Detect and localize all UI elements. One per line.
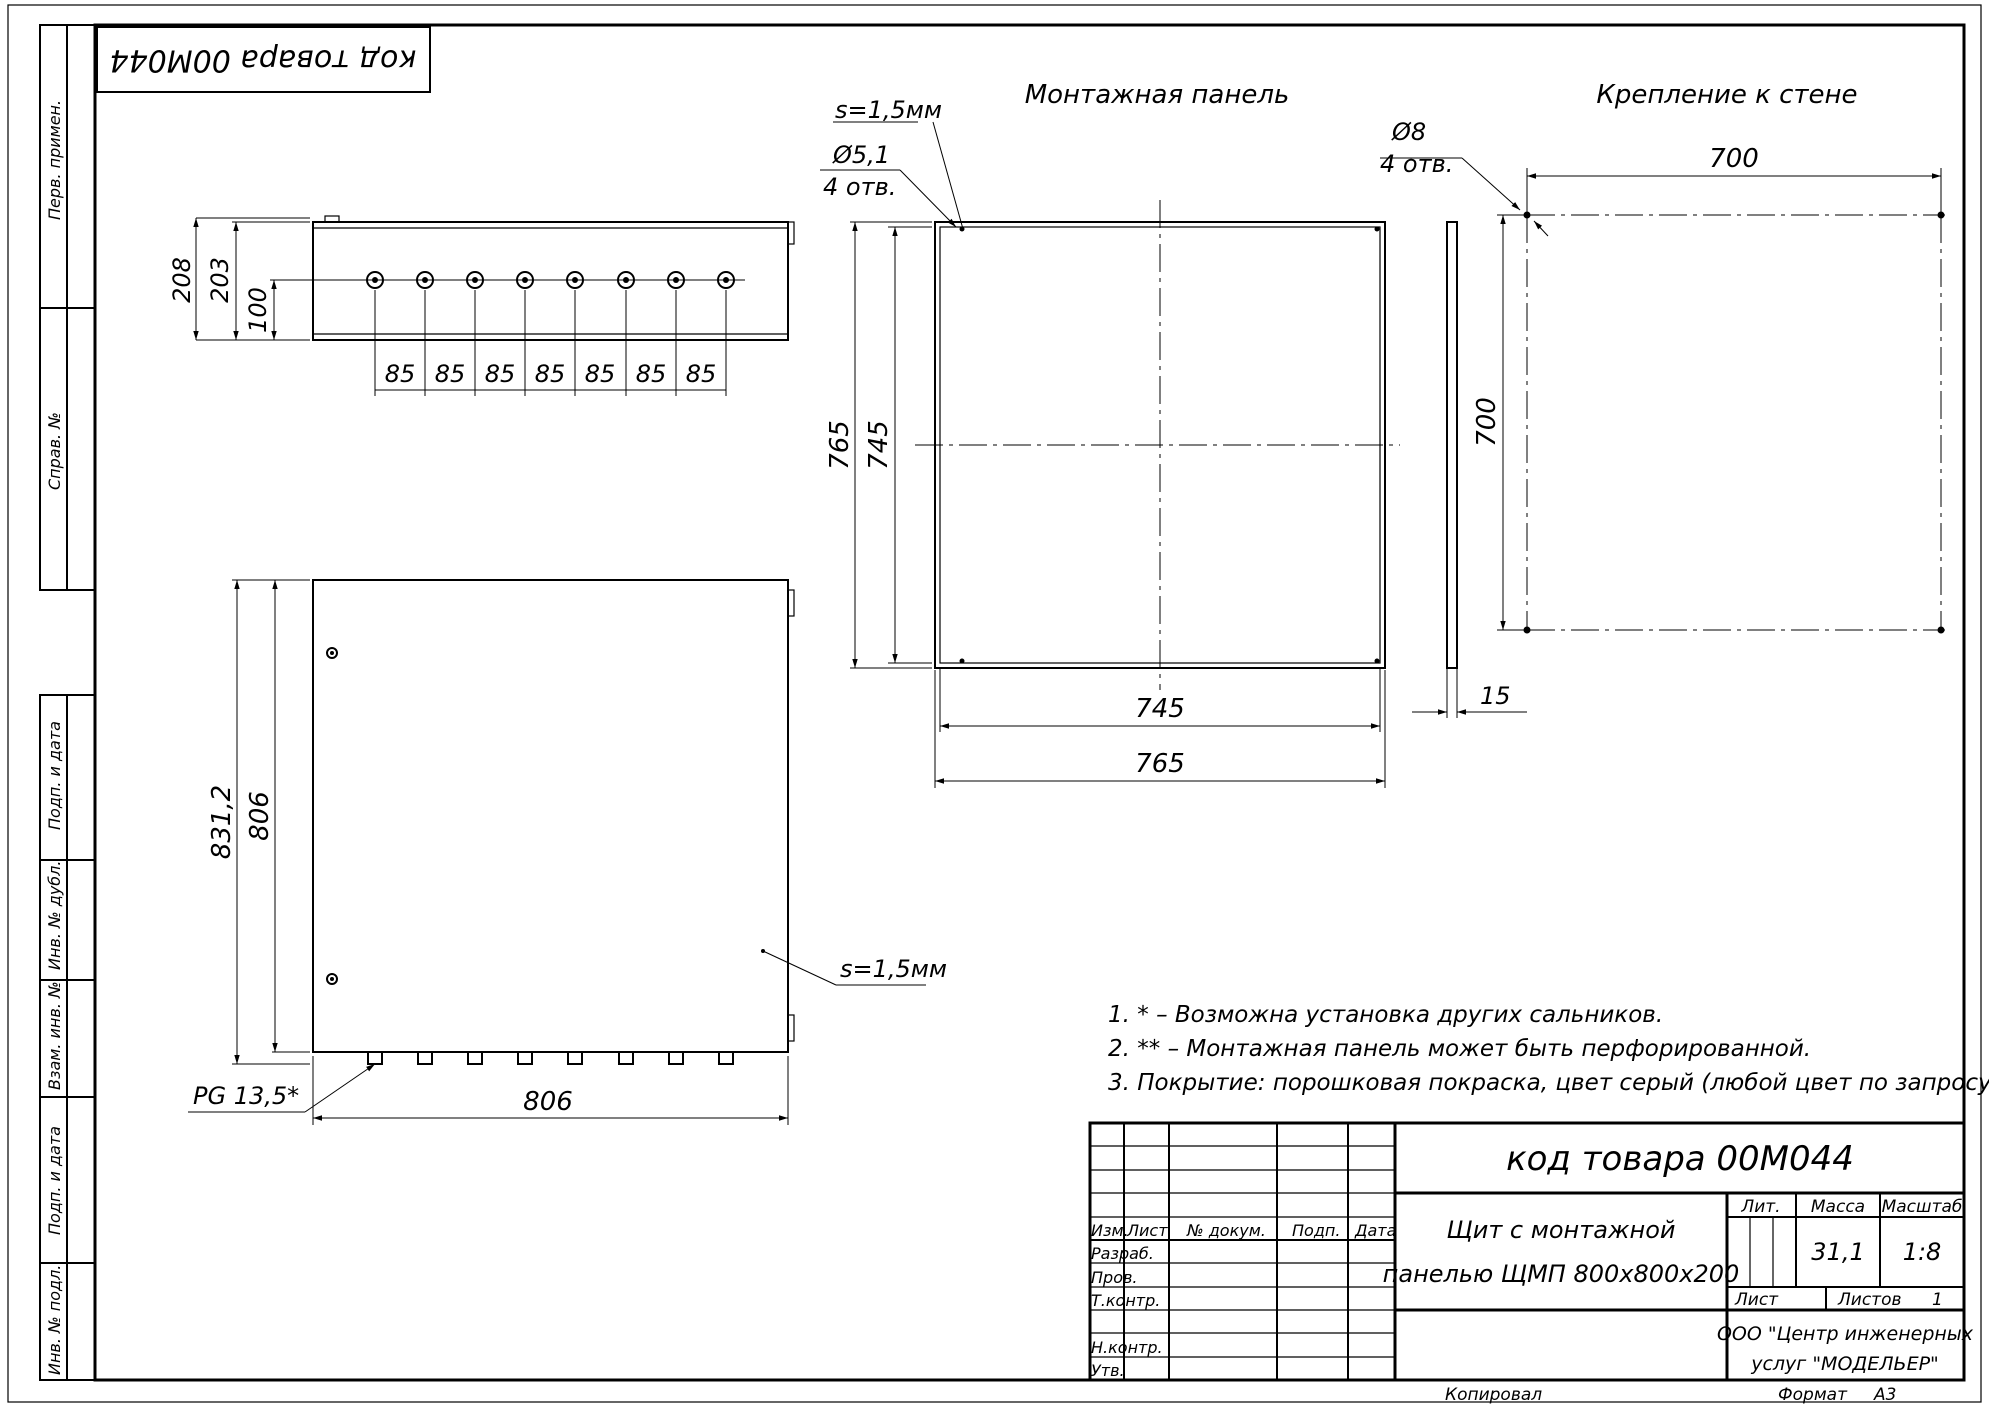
footer-copied: Копировал — [1445, 1385, 1542, 1405]
mp-dim-765-horizontal: 765 — [1135, 749, 1185, 779]
inverted-code-text: код товара 00М044 — [110, 43, 417, 78]
technical-notes: 1. * – Возможна установка других сальник… — [1108, 1002, 1989, 1096]
side-label-sign-date-1: Подп. и дата — [45, 721, 64, 830]
tb-col-change: Изм. — [1091, 1221, 1129, 1240]
side-label-sign-date-2: Подп. и дата — [45, 1126, 64, 1235]
tb-role-tech-control: Т.контр. — [1091, 1291, 1160, 1310]
tb-sheet-label: Лист — [1734, 1290, 1779, 1310]
wm-dim-700-vertical: 700 — [1472, 397, 1502, 447]
wall-mount-view: Крепление к стене 700 700 Ø8 4 отв. — [1380, 80, 1945, 634]
tb-role-approved: Утв. — [1091, 1361, 1125, 1380]
gland-callout: PG 13,5* — [193, 1082, 299, 1110]
tb-role-norm-control: Н.контр. — [1091, 1338, 1163, 1357]
gland-row-front — [367, 1051, 734, 1065]
pitch-6: 85 — [636, 360, 667, 388]
side-label-first-use: Перв. примен. — [45, 100, 64, 220]
tb-name-line-1: Щит с монтажной — [1446, 1216, 1675, 1244]
dim-100: 100 — [244, 287, 272, 333]
tb-scale-label: Масштаб — [1882, 1197, 1963, 1217]
side-label-repl-inv: Взам. инв. № — [45, 981, 64, 1090]
tb-org-line-2: услуг "МОДЕЛЬЕР" — [1750, 1353, 1939, 1375]
mp-dim-15: 15 — [1480, 682, 1511, 710]
mp-dim-745-vertical: 745 — [864, 420, 894, 470]
dim-806-vertical: 806 — [245, 791, 275, 841]
mp-hole-count: 4 отв. — [823, 173, 896, 201]
panel-side-section — [1446, 221, 1458, 669]
footer-format-label: Формат — [1778, 1385, 1848, 1405]
tb-role-developer: Разраб. — [1091, 1244, 1154, 1263]
note-1: 1. * – Возможна установка других сальник… — [1108, 1002, 1663, 1028]
pitch-2: 85 — [435, 360, 466, 388]
tb-col-sign: Подп. — [1292, 1221, 1340, 1240]
side-label-orig-inv: Инв. № подл. — [45, 1265, 64, 1375]
tb-col-date: Дата — [1354, 1221, 1396, 1240]
tb-name-line-2: панелью ЩМП 800х800х200 — [1383, 1260, 1740, 1288]
pitch-1: 85 — [385, 360, 416, 388]
tb-sheets-value: 1 — [1932, 1290, 1943, 1310]
tb-sheets-label: Листов — [1837, 1290, 1902, 1310]
side-label-dup-inv: Инв. № дубл. — [45, 861, 64, 970]
pitch-7: 85 — [686, 360, 717, 388]
note-2: 2. ** – Монтажная панель может быть перф… — [1108, 1036, 1811, 1062]
left-side-strip: Перв. примен. Справ. № Подп. и дата Инв.… — [39, 24, 96, 1381]
mount-panel-title: Монтажная панель — [1025, 80, 1290, 110]
sheet-trim-border — [7, 4, 1982, 1403]
tb-org-line-1: ООО "Центр инженерных — [1717, 1323, 1974, 1345]
dim-806-horizontal: 806 — [523, 1087, 573, 1117]
tb-mass-value: 31,1 — [1811, 1238, 1864, 1266]
mp-dim-765-vertical: 765 — [825, 420, 855, 470]
tb-lit-label: Лит. — [1740, 1197, 1780, 1217]
pitch-dims: 85 85 85 85 85 85 85 — [374, 290, 727, 396]
dim-208: 208 — [168, 257, 196, 303]
pitch-4: 85 — [535, 360, 566, 388]
tb-col-sheet: Лист — [1126, 1221, 1168, 1240]
tb-role-checker: Пров. — [1091, 1268, 1138, 1287]
front-thickness-callout: s=1,5мм — [840, 955, 947, 983]
pitch-3: 85 — [485, 360, 516, 388]
mp-dim-745-horizontal: 745 — [1135, 694, 1185, 724]
footer-format-value: А3 — [1873, 1385, 1896, 1405]
tb-product-code: код товара 00М044 — [1506, 1139, 1854, 1179]
tb-col-doc-no: № докум. — [1186, 1221, 1266, 1240]
side-label-ref-no: Справ. № — [45, 412, 64, 490]
wm-dim-700-horizontal: 700 — [1709, 144, 1759, 174]
wm-hole-count: 4 отв. — [1380, 150, 1453, 178]
mounting-panel-view: Монтажная панель 765 745 745 765 15 — [820, 80, 1527, 788]
inverted-code-stamp: код товара 00М044 — [96, 26, 431, 93]
wall-mount-title: Крепление к стене — [1596, 80, 1857, 110]
tb-scale-value: 1:8 — [1903, 1238, 1942, 1266]
enclosure-top-view: 208 203 100 85 85 85 85 85 85 85 — [168, 215, 795, 396]
mp-thickness-callout: s=1,5мм — [835, 96, 942, 124]
wm-hole-diameter: Ø8 — [1391, 118, 1426, 146]
tb-mass-label: Масса — [1811, 1197, 1865, 1217]
dim-203: 203 — [206, 257, 234, 303]
pitch-5: 85 — [585, 360, 616, 388]
enclosure-front-view: 831,2 806 806 PG 13,5* s=1,5мм — [188, 579, 947, 1125]
title-block: Изм. Лист № докум. Подп. Дата Разраб. Пр… — [1088, 1121, 1974, 1382]
note-3: 3. Покрытие: порошковая покраска, цвет с… — [1108, 1070, 1989, 1096]
mp-hole-diameter: Ø5,1 — [832, 141, 890, 169]
dim-831-2: 831,2 — [207, 785, 237, 859]
